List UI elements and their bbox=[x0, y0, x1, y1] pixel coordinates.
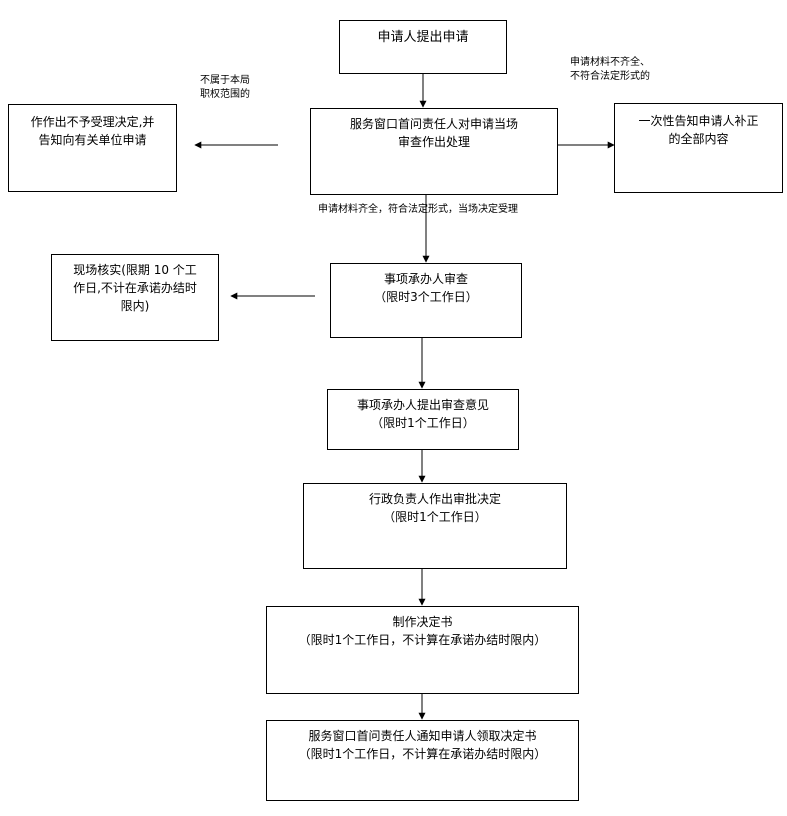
node-approve: 行政负责人作出审批决定 （限时1个工作日） bbox=[303, 483, 567, 569]
edge-label-accepted: 申请材料齐全，符合法定形式，当场决定受理 bbox=[318, 203, 518, 217]
node-notify-line-2: （限时1个工作日，不计算在承诺办结时限内） bbox=[298, 747, 547, 761]
node-site-check-line-2: 作日,不计在承诺办结时 bbox=[73, 281, 197, 295]
node-site-check-line-3: 限内) bbox=[120, 299, 150, 313]
edge-label-not-in-scope-line-1: 不属于本局 bbox=[200, 75, 250, 86]
node-first-check-line-2: 审查作出处理 bbox=[397, 135, 470, 149]
node-review: 事项承办人审查 （限时3个工作日） bbox=[330, 263, 522, 338]
edge-label-incomplete-line-1: 申请材料不齐全、 bbox=[570, 57, 650, 68]
node-supplement-line-2: 的全部内容 bbox=[668, 132, 729, 146]
edge-label-not-in-scope: 不属于本局 职权范围的 bbox=[200, 74, 250, 102]
node-start-line-1: 申请人提出申请 bbox=[377, 30, 469, 45]
edge-label-incomplete-line-2: 不符合法定形式的 bbox=[570, 71, 650, 82]
node-review-line-2: （限时3个工作日） bbox=[374, 290, 478, 304]
node-notify-line-1: 服务窗口首问责任人通知申请人领取决定书 bbox=[308, 729, 537, 743]
node-first-check-line-1: 服务窗口首问责任人对申请当场 bbox=[349, 117, 518, 131]
edge-label-accepted-line-1: 申请材料齐全，符合法定形式，当场决定受理 bbox=[318, 204, 518, 215]
node-approve-line-1: 行政负责人作出审批决定 bbox=[368, 492, 501, 506]
node-reject-line-2: 告知向有关单位申请 bbox=[38, 133, 147, 147]
node-reject: 作作出不予受理决定,并 告知向有关单位申请 bbox=[8, 104, 177, 192]
node-notify: 服务窗口首问责任人通知申请人领取决定书 （限时1个工作日，不计算在承诺办结时限内… bbox=[266, 720, 579, 801]
node-opinion-line-1: 事项承办人提出审查意见 bbox=[356, 398, 489, 412]
node-first-check: 服务窗口首问责任人对申请当场 审查作出处理 bbox=[310, 108, 558, 195]
node-supplement: 一次性告知申请人补正 的全部内容 bbox=[614, 103, 783, 193]
node-start: 申请人提出申请 bbox=[339, 20, 507, 74]
node-approve-line-2: （限时1个工作日） bbox=[383, 510, 487, 524]
node-reject-line-1: 作作出不予受理决定,并 bbox=[30, 115, 155, 129]
node-review-line-1: 事项承办人审查 bbox=[383, 272, 468, 286]
edge-label-not-in-scope-line-2: 职权范围的 bbox=[200, 89, 250, 100]
node-make-decision-line-1: 制作决定书 bbox=[392, 615, 453, 629]
node-site-check-line-1: 现场核实(限期 10 个工 bbox=[73, 263, 197, 277]
edge-label-incomplete: 申请材料不齐全、 不符合法定形式的 bbox=[570, 56, 650, 84]
node-make-decision-line-2: （限时1个工作日，不计算在承诺办结时限内） bbox=[298, 633, 547, 647]
node-make-decision: 制作决定书 （限时1个工作日，不计算在承诺办结时限内） bbox=[266, 606, 579, 694]
node-opinion: 事项承办人提出审查意见 （限时1个工作日） bbox=[327, 389, 519, 450]
node-site-check: 现场核实(限期 10 个工 作日,不计在承诺办结时 限内) bbox=[51, 254, 219, 341]
node-opinion-line-2: （限时1个工作日） bbox=[371, 416, 475, 430]
node-supplement-line-1: 一次性告知申请人补正 bbox=[638, 114, 759, 128]
